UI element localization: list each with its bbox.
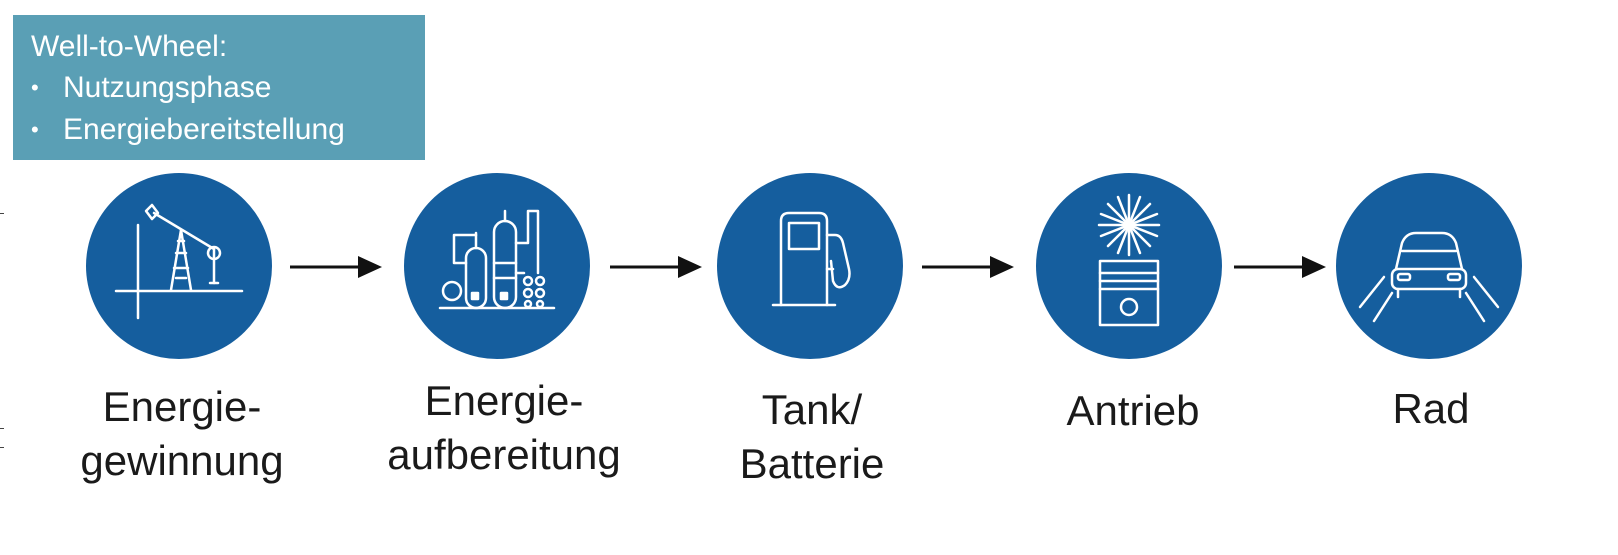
engine-piston-icon <box>1097 193 1161 327</box>
step-label-line1: Tank/ <box>761 386 863 433</box>
step-label-antrieb: Antrieb <box>983 384 1283 438</box>
info-box-title: Well-to-Wheel: <box>31 30 228 63</box>
step-circle-energieaufbereitung <box>404 173 590 359</box>
flow-arrow-2 <box>610 256 702 278</box>
step-label-tank-batterie: Tank/ Batterie <box>662 383 962 491</box>
step-label-line1: Energie- <box>102 383 262 430</box>
step-label-rad: Rad <box>1281 382 1581 436</box>
step-label-line2: aufbereitung <box>387 431 621 478</box>
info-box-item-energiebereitstellung: Energiebereitstellung <box>31 109 425 151</box>
info-box-item-nutzungsphase: Nutzungsphase <box>31 67 425 109</box>
step-label-line2: gewinnung <box>80 437 284 484</box>
flow-arrow-4 <box>1234 256 1326 278</box>
info-box: Well-to-Wheel: Nutzungsphase Energiebere… <box>13 15 425 160</box>
edge-mark <box>0 447 4 448</box>
step-circle-rad <box>1336 173 1522 359</box>
step-circle-antrieb <box>1036 173 1222 359</box>
flow-arrow-3 <box>922 256 1014 278</box>
refinery-icon <box>438 209 556 310</box>
info-box-list: Nutzungsphase Energiebereitstellung <box>31 67 425 151</box>
step-label-energiegewinnung: Energie- gewinnung <box>32 380 332 488</box>
fuel-pump-icon <box>771 211 851 307</box>
edge-mark <box>0 213 4 214</box>
step-label-energieaufbereitung: Energie- aufbereitung <box>354 374 654 482</box>
oil-pump-icon <box>114 203 244 320</box>
step-label-line1: Rad <box>1392 385 1470 432</box>
step-label-line1: Antrieb <box>1066 387 1200 434</box>
step-label-line2: Batterie <box>739 440 885 487</box>
edge-mark <box>0 428 4 429</box>
step-label-line1: Energie- <box>424 377 584 424</box>
flow-arrow-1 <box>290 256 382 278</box>
car-road-icon <box>1358 231 1500 323</box>
step-circle-energiegewinnung <box>86 173 272 359</box>
step-circle-tank-batterie <box>717 173 903 359</box>
